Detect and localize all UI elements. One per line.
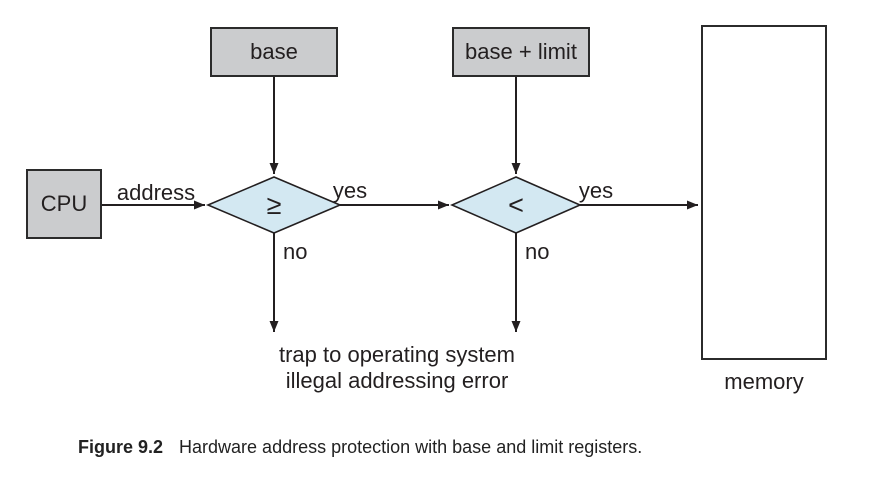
edge-label-no-1: no: [283, 239, 308, 264]
edge-label-no-2: no: [525, 239, 550, 264]
trap-annotation: trap to operating system illegal address…: [247, 342, 547, 394]
base-register-box: base: [210, 27, 338, 77]
memory-box-label: memory: [724, 369, 804, 394]
decision1-diamond: [205, 176, 343, 234]
decision2-operator: <: [508, 189, 524, 220]
base-register-label: base: [250, 39, 298, 64]
base-plus-limit-register-label: base + limit: [465, 39, 577, 64]
figure-caption-text: Hardware address protection with base an…: [179, 437, 643, 457]
base-plus-limit-register-box: base + limit: [452, 27, 590, 77]
cpu-box-label: CPU: [40, 191, 88, 216]
memory-box: [701, 25, 827, 360]
edge-label-yes-1: yes: [332, 178, 368, 203]
figure-caption: Figure 9.2 Hardware address protection wi…: [78, 437, 642, 458]
edge-label-address: address: [116, 180, 196, 205]
edge-label-yes-2: yes: [578, 178, 614, 203]
decision1-operator: ≥: [266, 189, 282, 220]
trap-annotation-line1: trap to operating system: [278, 342, 515, 367]
decision2-diamond: [450, 176, 582, 234]
cpu-box: CPU: [26, 169, 102, 239]
figure-caption-number: Figure 9.2: [78, 437, 164, 457]
trap-annotation-line2: illegal addressing error: [285, 368, 509, 393]
